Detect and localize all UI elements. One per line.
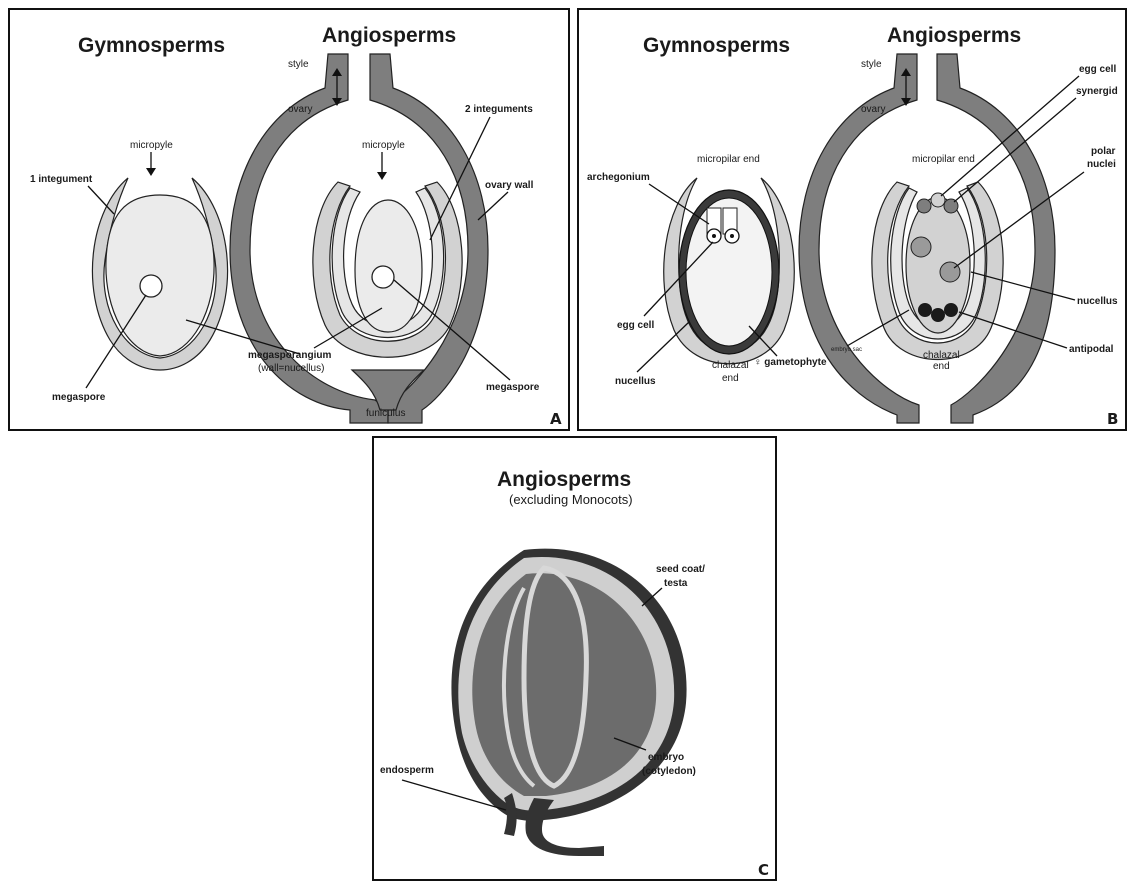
label-embryo-1: embryo: [648, 752, 684, 763]
angio-title: Angiosperms: [322, 24, 456, 47]
panel-b-diagram: Gymnosperms Angiosperms micropilar end a…: [579, 10, 1127, 431]
label-micropilar-g: micropilar end: [697, 154, 760, 165]
arrowhead: [146, 168, 156, 176]
label-wall-nucellus: (wall=nucellus): [258, 363, 324, 374]
synergid-1: [917, 199, 931, 213]
label-chalazal-g-2: end: [722, 373, 739, 384]
label-megaspore-a: megaspore: [486, 382, 540, 393]
megaspore-circle: [140, 275, 162, 297]
antipodal-1: [918, 303, 932, 317]
nucellus-a: [355, 200, 422, 332]
label-one-integument: 1 integument: [30, 174, 93, 185]
antipodal-2: [931, 308, 945, 322]
label-embryo-2: (cotyledon): [642, 766, 696, 777]
gymnosperm-ovule: [92, 178, 227, 370]
label-seed-coat-2: testa: [664, 578, 688, 589]
angiosperm-ovary-b: [799, 54, 1055, 423]
label-nucellus-a: nucellus: [1077, 296, 1118, 307]
label-funiculus: funiculus: [366, 408, 405, 419]
panel-b: Gymnosperms Angiosperms micropilar end a…: [577, 8, 1127, 431]
label-egg-cell-a: egg cell: [1079, 64, 1116, 75]
label-megaspore-g: megaspore: [52, 392, 106, 403]
panel-c-diagram: Angiosperms (excluding Monocots) seed co…: [374, 438, 777, 881]
label-chalazal-a-1: chalazal: [923, 350, 960, 361]
label-micropilar-a: micropilar end: [912, 154, 975, 165]
panel-a: Gymnosperms micropyle 1 integument megas…: [8, 8, 570, 431]
label-polar-2: nuclei: [1087, 159, 1116, 170]
angio-title-b: Angiosperms: [887, 24, 1021, 47]
label-ovary-b: ovary: [861, 104, 885, 115]
seed-title: Angiosperms: [497, 468, 631, 491]
seed: [451, 549, 686, 856]
gymno-title-b: Gymnosperms: [643, 34, 790, 57]
label-style: style: [288, 59, 309, 70]
label-gametophyte: ♀ gametophyte: [754, 357, 827, 368]
label-style-b: style: [861, 59, 882, 70]
label-ovary-wall: ovary wall: [485, 180, 534, 191]
panel-letter-a: A: [550, 410, 562, 428]
panel-a-diagram: Gymnosperms micropyle 1 integument megas…: [10, 10, 570, 431]
label-nucellus-g: nucellus: [615, 376, 656, 387]
label-endosperm: endosperm: [380, 765, 434, 776]
label-micropyle-a: micropyle: [362, 140, 405, 151]
label-two-integuments: 2 integuments: [465, 104, 533, 115]
label-seed-coat-1: seed coat/: [656, 564, 705, 575]
panel-letter-c: C: [758, 861, 769, 879]
label-antipodal: antipodal: [1069, 344, 1114, 355]
label-micropyle-g: micropyle: [130, 140, 173, 151]
polar-nucleus-1: [911, 237, 931, 257]
label-synergid: synergid: [1076, 86, 1118, 97]
antipodal-3: [944, 303, 958, 317]
gymno-title: Gymnosperms: [78, 34, 225, 57]
label-archegonium: archegonium: [587, 172, 650, 183]
megaspore-a-circle: [372, 266, 394, 288]
gymnosperm-ovule-b: [664, 178, 795, 364]
label-chalazal-a-2: end: [933, 361, 950, 372]
panel-c: Angiosperms (excluding Monocots) seed co…: [372, 436, 777, 881]
label-ovary: ovary: [288, 104, 312, 115]
label-embryo-sac: embryo sac: [831, 347, 862, 353]
label-polar-1: polar: [1091, 146, 1116, 157]
label-megasporangium: megasporangium: [248, 350, 331, 361]
label-chalazal-g-1: chalazal: [712, 360, 749, 371]
seed-subtitle: (excluding Monocots): [509, 492, 633, 507]
panel-letter-b: B: [1107, 410, 1118, 428]
label-egg-cell-g: egg cell: [617, 320, 654, 331]
